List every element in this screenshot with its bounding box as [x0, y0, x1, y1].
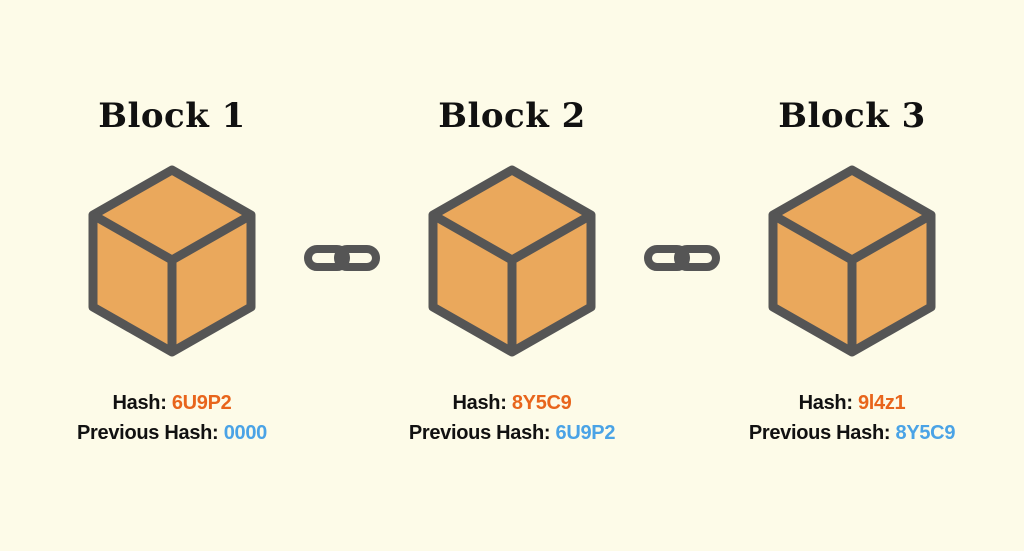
previous-hash-label: Previous Hash: — [748, 422, 891, 444]
hash-info: Hash: 8Y5C9 Previous Hash: 6U9P2 — [362, 388, 662, 448]
previous-hash-line: Previous Hash: 6U9P2 — [362, 418, 662, 448]
cube-icon — [768, 165, 936, 357]
chain-link-icon — [644, 245, 720, 271]
block-title: Block 3 — [778, 96, 926, 136]
block-2: Block 2 Hash: 8Y5C9 Previous Hash: 6U9P2 — [362, 0, 662, 551]
cube-icon — [88, 165, 256, 357]
hash-line: Hash: 9l4z1 — [702, 388, 1002, 418]
previous-hash-value: 8Y5C9 — [895, 422, 956, 444]
previous-hash-line: Previous Hash: 0000 — [22, 418, 322, 448]
block-title: Block 1 — [98, 96, 246, 136]
hash-line: Hash: 8Y5C9 — [362, 388, 662, 418]
block-1: Block 1 Hash: 6U9P2 Previous Hash: 0000 — [22, 0, 322, 551]
previous-hash-line: Previous Hash: 8Y5C9 — [702, 418, 1002, 448]
chain-link-icon — [304, 245, 380, 271]
hash-label: Hash: — [452, 392, 507, 414]
hash-value: 6U9P2 — [171, 392, 232, 414]
previous-hash-label: Previous Hash: — [408, 422, 551, 444]
previous-hash-label: Previous Hash: — [77, 422, 219, 444]
hash-info: Hash: 6U9P2 Previous Hash: 0000 — [22, 388, 322, 448]
previous-hash-value: 0000 — [223, 422, 268, 444]
hash-value: 9l4z1 — [857, 392, 906, 414]
hash-line: Hash: 6U9P2 — [22, 388, 322, 418]
block-title: Block 2 — [438, 96, 586, 136]
block-3: Block 3 Hash: 9l4z1 Previous Hash: 8Y5C9 — [702, 0, 1002, 551]
previous-hash-value: 6U9P2 — [555, 422, 616, 444]
hash-label: Hash: — [112, 392, 167, 414]
hash-label: Hash: — [798, 392, 853, 414]
cube-icon — [428, 165, 596, 357]
hash-value: 8Y5C9 — [511, 392, 572, 414]
hash-info: Hash: 9l4z1 Previous Hash: 8Y5C9 — [702, 388, 1002, 448]
